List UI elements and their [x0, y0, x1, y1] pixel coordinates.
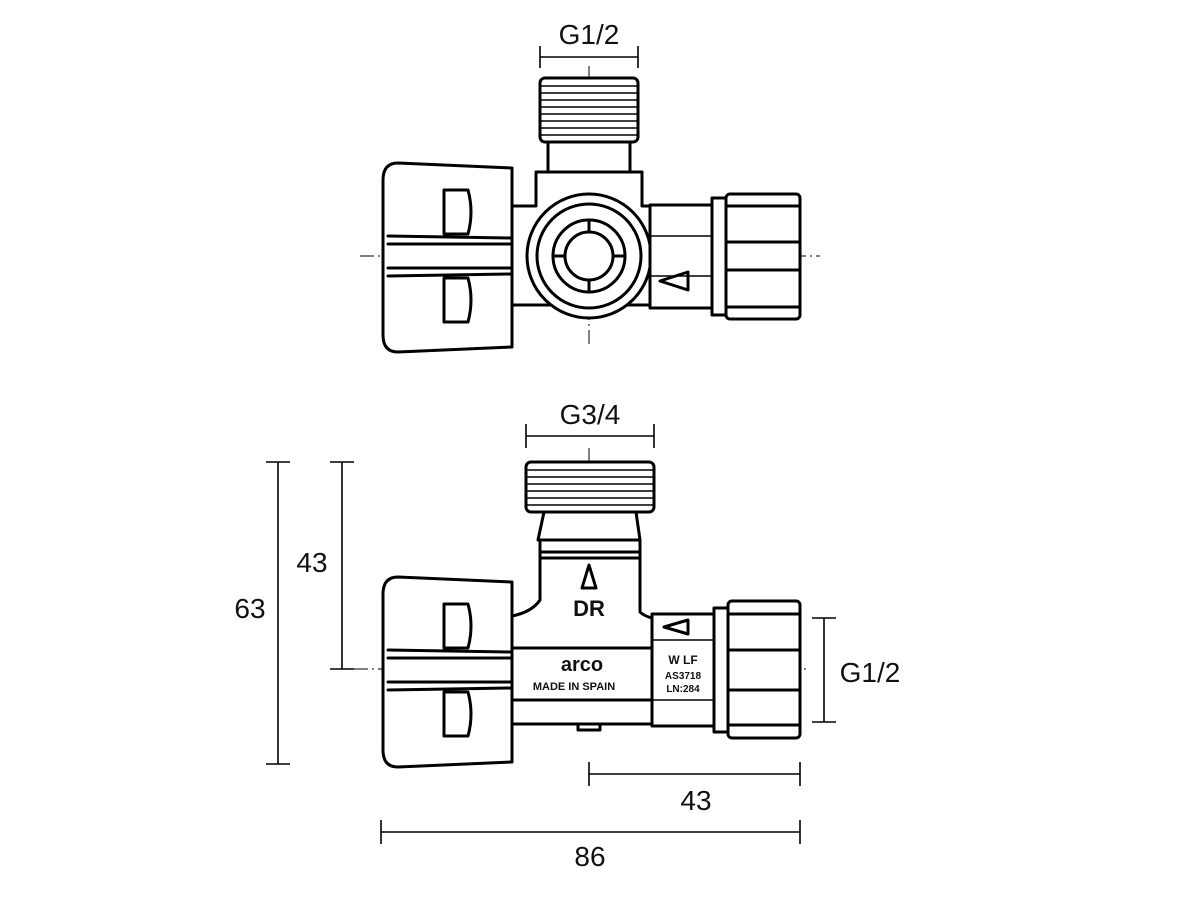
- front-sleeve-arrow-icon: [662, 618, 690, 636]
- front-flow-direction-icon: [580, 563, 598, 590]
- top-outlet-hex-nut: [724, 192, 802, 321]
- height-axis-label: 43: [296, 547, 327, 578]
- front-outlet-hex-nut: [726, 599, 802, 740]
- height-axis-dimension: [330, 461, 354, 670]
- front-nut-marking-2: AS3718: [665, 671, 702, 682]
- top-outlet-sleeve: [648, 196, 728, 317]
- front-handle-knob: [381, 575, 514, 769]
- front-outlet-thread-label: G1/2: [840, 657, 901, 688]
- front-outlet-sleeve: [650, 606, 730, 734]
- front-inlet-thread-label: G3/4: [560, 399, 621, 430]
- height-total-label: 63: [234, 593, 265, 624]
- top-handle-knob: [381, 161, 514, 354]
- front-inlet-dimension: [525, 424, 655, 448]
- front-valve-body: [510, 538, 654, 726]
- front-direction-marking: DR: [573, 596, 605, 621]
- front-nut-marking-1: W LF: [668, 653, 697, 667]
- front-view: DR arco MADE IN SPAIN W LF AS3718 LN:284: [234, 399, 900, 872]
- total-length-dimension: [380, 820, 801, 844]
- front-outlet-dimension: [812, 617, 836, 723]
- front-brand-marking: arco: [561, 654, 603, 676]
- outlet-length-label: 43: [680, 785, 711, 816]
- front-inlet-thread: [524, 460, 656, 542]
- front-nut-marking-3: LN:284: [666, 684, 700, 695]
- top-inlet-dimension: [539, 46, 639, 68]
- front-origin-marking: MADE IN SPAIN: [533, 681, 615, 693]
- top-inlet-thread-label: G1/2: [559, 19, 620, 50]
- top-flow-arrow-icon: [658, 270, 690, 292]
- top-outlet-port: [525, 192, 653, 320]
- total-length-label: 86: [574, 841, 605, 872]
- height-total-dimension: [266, 461, 290, 765]
- top-view: G1/2: [360, 19, 820, 354]
- outlet-length-dimension: [588, 762, 801, 786]
- top-inlet-thread: [538, 76, 640, 174]
